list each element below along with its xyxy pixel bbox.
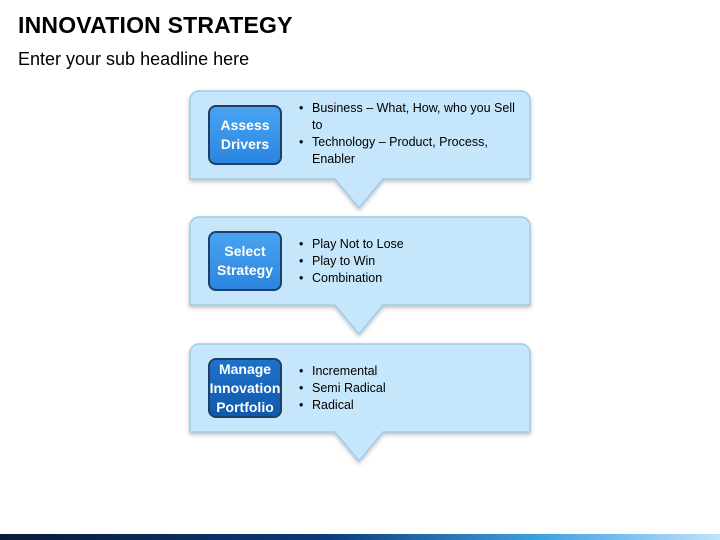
step-label: Select Strategy	[216, 243, 274, 278]
step-select-strategy: Select Strategy Play Not to Lose Play to…	[189, 216, 531, 336]
bullet-item: Radical	[297, 397, 519, 414]
step-bullet-list: Play Not to Lose Play to Win Combination	[297, 236, 519, 287]
page-title: INNOVATION STRATEGY	[18, 12, 293, 38]
step-label: Assess Drivers	[220, 117, 270, 152]
footer-gradient-bar	[0, 534, 720, 540]
step-badge: Manage Innovation Portfolio	[208, 358, 282, 418]
step-manage-innovation-portfolio: Manage Innovation Portfolio Incremental …	[189, 343, 531, 463]
step-bullet-list: Incremental Semi Radical Radical	[297, 363, 519, 414]
bullet-item: Combination	[297, 270, 519, 287]
step-badge: Assess Drivers	[208, 105, 282, 165]
bullet-item: Business – What, How, who you Sell to	[297, 100, 519, 134]
bullet-item: Incremental	[297, 363, 519, 380]
bullet-item: Play Not to Lose	[297, 236, 519, 253]
bullet-item: Technology – Product, Process, Enabler	[297, 134, 519, 168]
bullet-item: Semi Radical	[297, 380, 519, 397]
bullet-item: Play to Win	[297, 253, 519, 270]
step-badge: Select Strategy	[208, 231, 282, 291]
step-bullet-list: Business – What, How, who you Sell to Te…	[297, 100, 519, 168]
step-label: Manage Innovation Portfolio	[209, 360, 281, 415]
page-subtitle: Enter your sub headline here	[18, 49, 250, 69]
step-assess-drivers: Assess Drivers Business – What, How, who…	[189, 90, 531, 210]
